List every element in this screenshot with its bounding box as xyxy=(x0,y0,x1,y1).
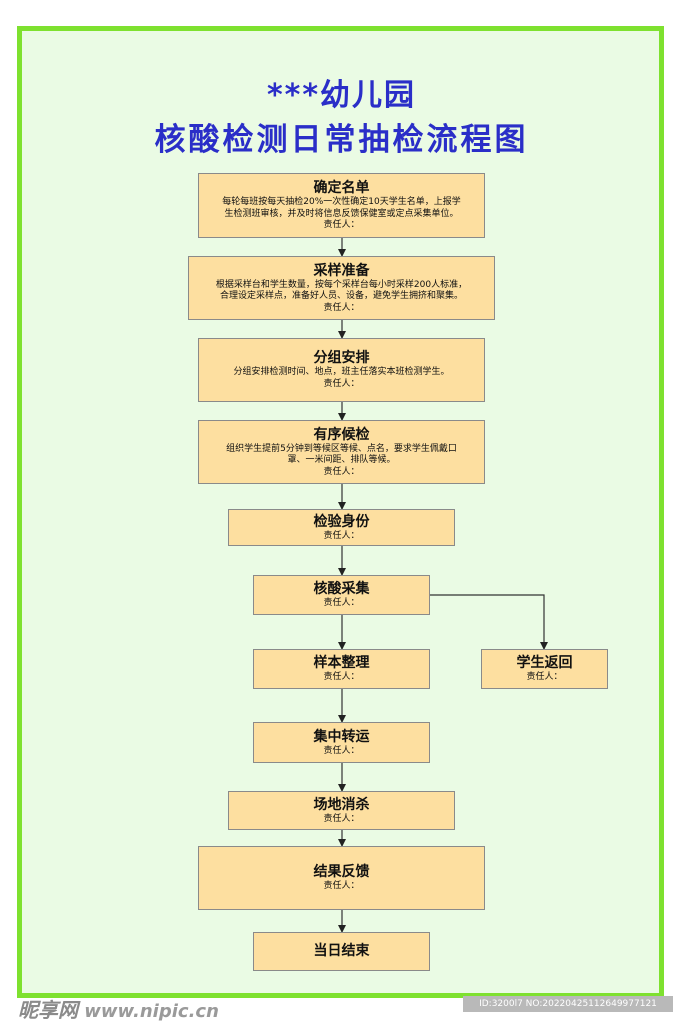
responsible-label: 责任人： xyxy=(323,598,360,608)
step-title: 有序候检 xyxy=(313,426,370,443)
watermark-logo: 昵享网 xyxy=(18,998,78,1022)
step-description: 根据采样台和学生数量，按每个采样台每小时采样200人标准， xyxy=(215,279,468,290)
responsible-label: 责任人： xyxy=(323,466,360,477)
kindergarten-title: ***幼儿园 xyxy=(266,78,417,113)
step-title: 样本整理 xyxy=(313,655,370,671)
step-description: 生检测班审核，并及时将信息反馈保健室或定点采集单位。 xyxy=(224,208,459,219)
step-title: 分组安排 xyxy=(313,350,370,367)
responsible-label: 责任人： xyxy=(323,813,360,824)
responsible-label: 责任人： xyxy=(323,745,360,756)
flowchart-title: 核酸检测日常抽检流程图 xyxy=(154,122,529,158)
responsible-label: 责任人： xyxy=(323,378,360,389)
image-id-stamp: ID:3200l7 NO:20220425112649977121 xyxy=(463,996,673,1012)
step-sample-collection: 核酸采集 责任人： xyxy=(253,575,430,615)
responsible-label: 责任人： xyxy=(323,220,360,230)
step-sample-sorting: 样本整理 责任人： xyxy=(253,649,430,689)
responsible-label: 责任人： xyxy=(323,881,360,891)
step-description: 组织学生提前5分钟到等候区等候、点名，要求学生佩戴口 xyxy=(226,443,457,454)
watermark-url: www.nipic.cn xyxy=(84,1001,219,1022)
step-result-feedback: 结果反馈 责任人： xyxy=(198,846,485,910)
step-title: 结果反馈 xyxy=(313,864,370,880)
step-title: 学生返回 xyxy=(516,655,573,671)
step-title: 确定名单 xyxy=(313,180,370,196)
step-orderly-waiting: 有序候检 组织学生提前5分钟到等候区等候、点名，要求学生佩戴口 罩、一米间距、排… xyxy=(198,420,485,484)
step-sampling-prep: 采样准备 根据采样台和学生数量，按每个采样台每小时采样200人标准， 合理设定采… xyxy=(188,256,495,320)
step-title: 核酸采集 xyxy=(313,581,370,597)
responsible-label: 责任人： xyxy=(526,672,563,682)
step-description: 罩、一米间距、排队等候。 xyxy=(287,455,396,465)
step-site-disinfection: 场地消杀 责任人： xyxy=(228,791,455,830)
step-title: 当日结束 xyxy=(313,943,370,959)
watermark: 昵享网 www.nipic.cn xyxy=(18,994,219,1023)
step-central-transport: 集中转运 责任人： xyxy=(253,722,430,763)
step-title: 场地消杀 xyxy=(313,796,370,813)
step-title: 检验身份 xyxy=(313,513,370,530)
step-day-end: 当日结束 xyxy=(253,932,430,971)
step-description: 每轮每班按每天抽检20%一次性确定10天学生名单，上报学 xyxy=(222,197,461,207)
step-identity-check: 检验身份 责任人： xyxy=(228,509,455,546)
step-title: 集中转运 xyxy=(313,728,370,745)
step-title: 采样准备 xyxy=(313,262,370,279)
responsible-label: 责任人： xyxy=(323,302,360,313)
branch-arrow xyxy=(430,594,548,650)
step-description: 合理设定采样点，准备好人员、设备，避免学生拥挤和聚集。 xyxy=(219,291,463,301)
responsible-label: 责任人： xyxy=(323,530,360,541)
responsible-label: 责任人： xyxy=(323,672,360,682)
step-group-arrangement: 分组安排 分组安排检测时间、地点，班主任落实本班检测学生。 责任人： xyxy=(198,338,485,402)
step-student-return: 学生返回 责任人： xyxy=(481,649,608,689)
step-description: 分组安排检测时间、地点，班主任落实本班检测学生。 xyxy=(233,367,450,378)
step-confirm-list: 确定名单 每轮每班按每天抽检20%一次性确定10天学生名单，上报学 生检测班审核… xyxy=(198,173,485,238)
